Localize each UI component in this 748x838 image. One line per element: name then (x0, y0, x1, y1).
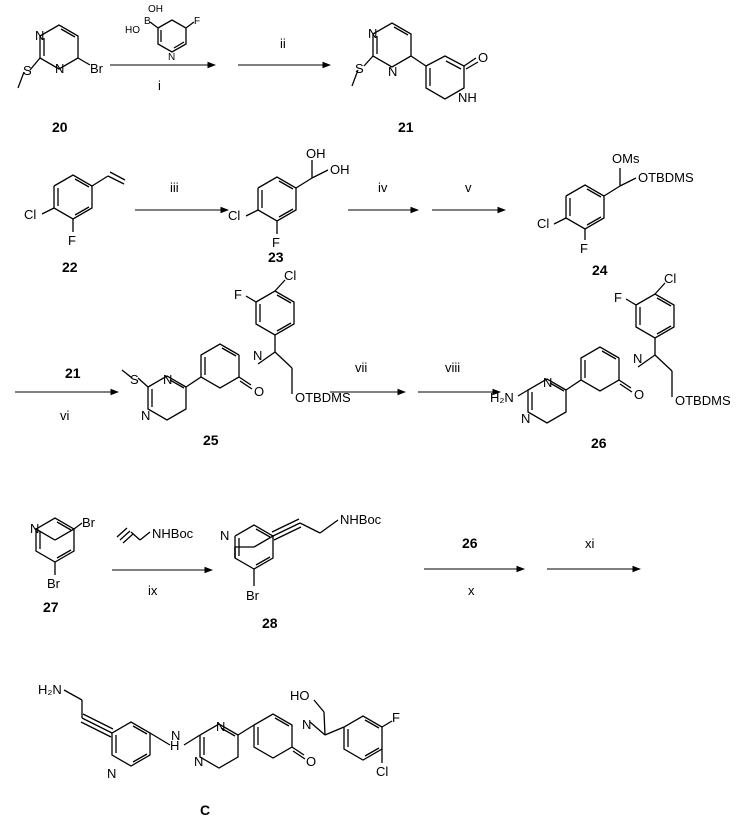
atom-label: F (68, 233, 76, 248)
compound-C-structure: H₂N N H N N N N O HO F Cl (38, 682, 400, 781)
atom-label: N (107, 766, 116, 781)
reagent-label: vii (355, 360, 367, 375)
atom-label: OMs (612, 151, 640, 166)
compound-label: 25 (203, 432, 219, 448)
atom-label: N (55, 61, 64, 76)
atom-label: F (272, 235, 280, 250)
compound-label: 23 (268, 249, 284, 265)
reagent-label: iv (378, 180, 388, 195)
atom-label: N (302, 717, 311, 732)
atom-label: N (253, 348, 262, 363)
atom-label: N (141, 408, 150, 423)
atom-label: O (306, 754, 316, 769)
atom-label: Br (47, 576, 61, 591)
atom-label: N (216, 719, 225, 734)
reagent-label: x (468, 583, 475, 598)
reagent-label: ix (148, 583, 158, 598)
reagent-label: vi (60, 408, 70, 423)
boronic-acid-structure: OH HO B N F (125, 4, 200, 63)
atom-label: Br (90, 61, 104, 76)
atom-label: O (254, 384, 264, 399)
atom-label: N (194, 754, 203, 769)
atom-label: Cl (284, 268, 296, 283)
reagent-label: 26 (462, 535, 478, 551)
reagent-label: ii (280, 36, 286, 51)
reagent-label: viii (445, 360, 460, 375)
atom-label: F (392, 710, 400, 725)
compound-label: 27 (43, 599, 59, 615)
atom-label: Br (246, 588, 260, 603)
atom-label: N (35, 28, 44, 43)
compound-label: 21 (398, 119, 414, 135)
atom-label: N (633, 351, 642, 366)
compound-label: 26 (591, 435, 607, 451)
atom-label: S (130, 372, 139, 387)
atom-label: N (521, 411, 530, 426)
atom-label: Br (82, 515, 96, 530)
compound-21-structure: N N S O NH (351, 22, 488, 105)
compound-28-structure: N NHBoc Br (220, 512, 382, 603)
atom-label: HO (290, 688, 310, 703)
atom-label: N (163, 372, 172, 387)
compound-label: 28 (262, 615, 278, 631)
atom-label: S (23, 63, 32, 78)
reagent-label: v (465, 180, 472, 195)
atom-label: O (634, 387, 644, 402)
compound-25-structure: Cl F N O OTBDMS N N S (121, 268, 351, 423)
reagent-label: i (158, 78, 161, 93)
compound-20-structure: N N S Br (17, 24, 104, 89)
atom-label: Cl (376, 764, 388, 779)
atom-label: N (171, 728, 180, 743)
atom-label: NHBoc (152, 526, 194, 541)
atom-label: S (355, 61, 364, 76)
atom-label: F (580, 241, 588, 256)
compound-label: C (200, 802, 210, 818)
atom-label: NHBoc (340, 512, 382, 527)
propargylamine-reagent-structure: NHBoc (116, 526, 194, 544)
compound-label: 20 (52, 119, 68, 135)
atom-label: F (614, 290, 622, 305)
compound-27-structure: N Br Br (30, 515, 96, 591)
compound-label: 24 (592, 262, 608, 278)
atom-label: Cl (664, 271, 676, 286)
atom-label: OH (306, 146, 326, 161)
atom-label: OTBDMS (295, 390, 351, 405)
atom-label: HO (125, 25, 140, 36)
atom-label: Cl (228, 208, 240, 223)
compound-26-structure: Cl F N O OTBDMS N N H₂N (490, 271, 731, 426)
reagent-label: 21 (65, 365, 81, 381)
reagent-label: iii (170, 180, 179, 195)
atom-label: O (478, 50, 488, 65)
atom-label: OTBDMS (675, 393, 731, 408)
atom-label: N (388, 64, 397, 79)
atom-label: OH (148, 4, 163, 15)
atom-label: Cl (24, 207, 36, 222)
atom-label: H (170, 738, 179, 753)
atom-label: H₂N (490, 390, 514, 405)
compound-22-structure: Cl F (24, 171, 126, 248)
atom-label: N (220, 528, 229, 543)
atom-label: N (168, 52, 175, 63)
reagent-label: xi (585, 536, 595, 551)
compound-24-structure: OMs OTBDMS Cl F (537, 151, 694, 256)
atom-label: N (368, 26, 377, 41)
atom-label: Cl (537, 216, 549, 231)
atom-label: H₂N (38, 682, 62, 697)
atom-label: OTBDMS (638, 170, 694, 185)
compound-23-structure: OH OH Cl F (228, 146, 350, 250)
compound-label: 22 (62, 259, 78, 275)
atom-label: NH (458, 90, 477, 105)
atom-label: F (234, 287, 242, 302)
atom-label: B (144, 16, 151, 27)
atom-label: F (194, 16, 200, 27)
atom-label: N (543, 375, 552, 390)
atom-label: N (30, 521, 39, 536)
atom-label: OH (330, 162, 350, 177)
